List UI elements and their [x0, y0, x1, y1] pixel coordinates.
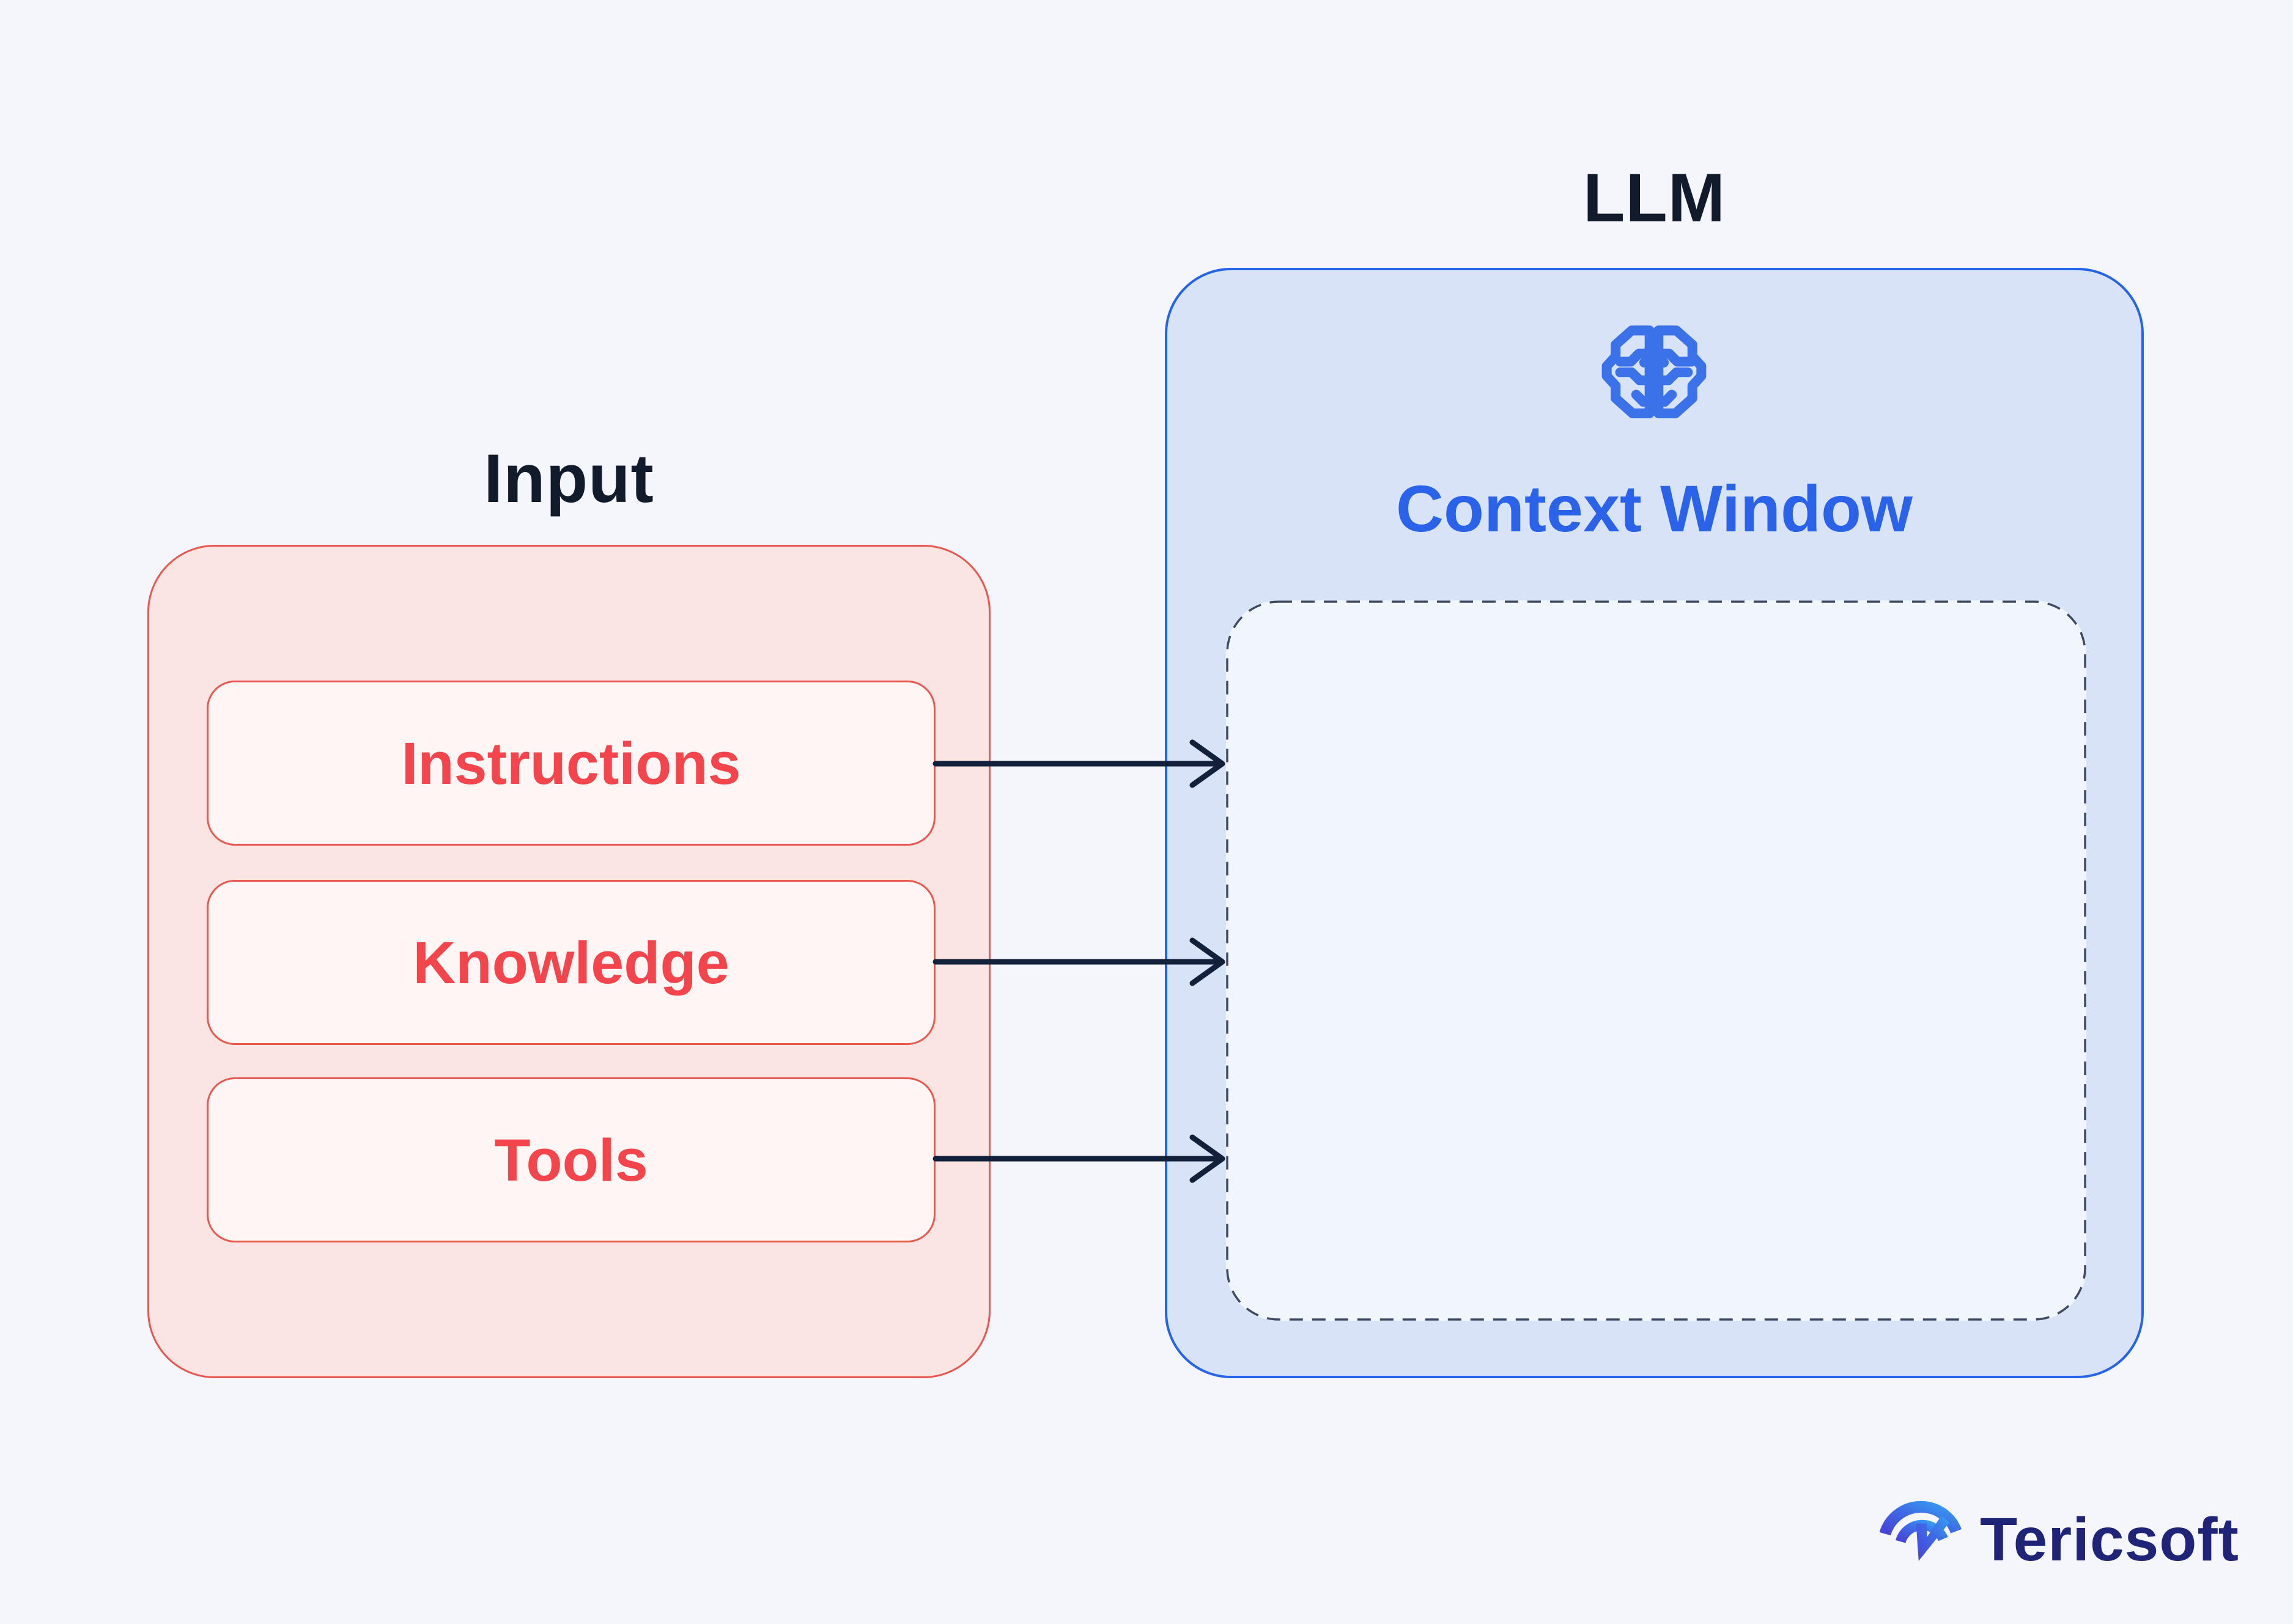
- brand-lockup: Tericsoft: [1876, 1487, 2239, 1592]
- instructions-label: Instructions: [401, 729, 741, 797]
- input-group-panel: Instructions Knowledge Tools: [147, 545, 991, 1378]
- tools-label: Tools: [494, 1126, 648, 1194]
- brain-circuit-icon: [1600, 320, 1708, 424]
- input-box-knowledge: Knowledge: [207, 880, 936, 1045]
- brand-name: Tericsoft: [1980, 1505, 2239, 1574]
- input-box-tools: Tools: [207, 1077, 936, 1242]
- input-section-title: Input: [484, 440, 654, 517]
- context-window-dashed-border: [1226, 600, 2086, 1321]
- input-box-instructions: Instructions: [207, 681, 936, 846]
- knowledge-label: Knowledge: [413, 929, 729, 996]
- tericsoft-logo-icon: [1876, 1491, 1966, 1589]
- context-window-area: [1226, 600, 2086, 1321]
- context-window-heading: Context Window: [1396, 471, 1913, 545]
- llm-section-title: LLM: [1582, 160, 1726, 236]
